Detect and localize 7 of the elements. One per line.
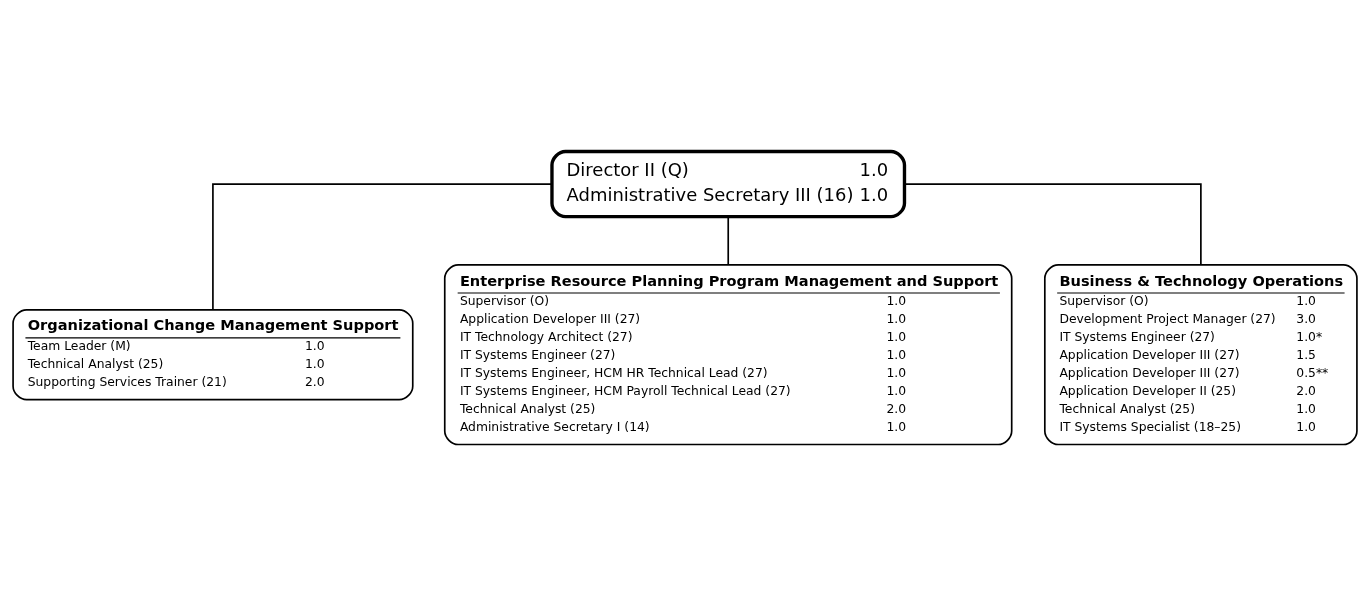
node-box: Organizational Change Management Support Team Leader (M) 1.0 Technical Analyst (25) 1.0 Supporting Services Trainer (21) 2.0 — [12, 308, 414, 400]
node-box: Director II (Q) 1.0 Administrative Secretary III (16) 1.0 — [550, 149, 907, 218]
connector — [903, 182, 1202, 266]
connector — [212, 182, 553, 310]
node-box: Business & Technology Operations Supervisor (O) 1.0 Development Project Manager (27) 3.0 IT Systems Engineer (27) 1.0* Application Developer III (27) 1.5 Application Developer III (27) 0.5** Application Developer II (25) 2.0 Technical Analyst (25) 1.0 IT Systems Specialist (18–25) 1.0 — [1044, 263, 1358, 445]
connector — [727, 215, 730, 266]
node-box: Enterprise Resource Planning Program Management and Support Supervisor (O) 1.0 Application Developer III (27) 1.0 IT Technology Architect (27) 1.0 IT Systems Engineer (27) 1.0 IT Systems Engineer, HCM HR Technical Lead (27) 1.0 IT Systems Engineer, HCM Payroll Technical Lead (27) 1.0 Technical Analyst (25) 2.0 Administrative Secretary I (14) 1.0 — [443, 263, 1013, 445]
